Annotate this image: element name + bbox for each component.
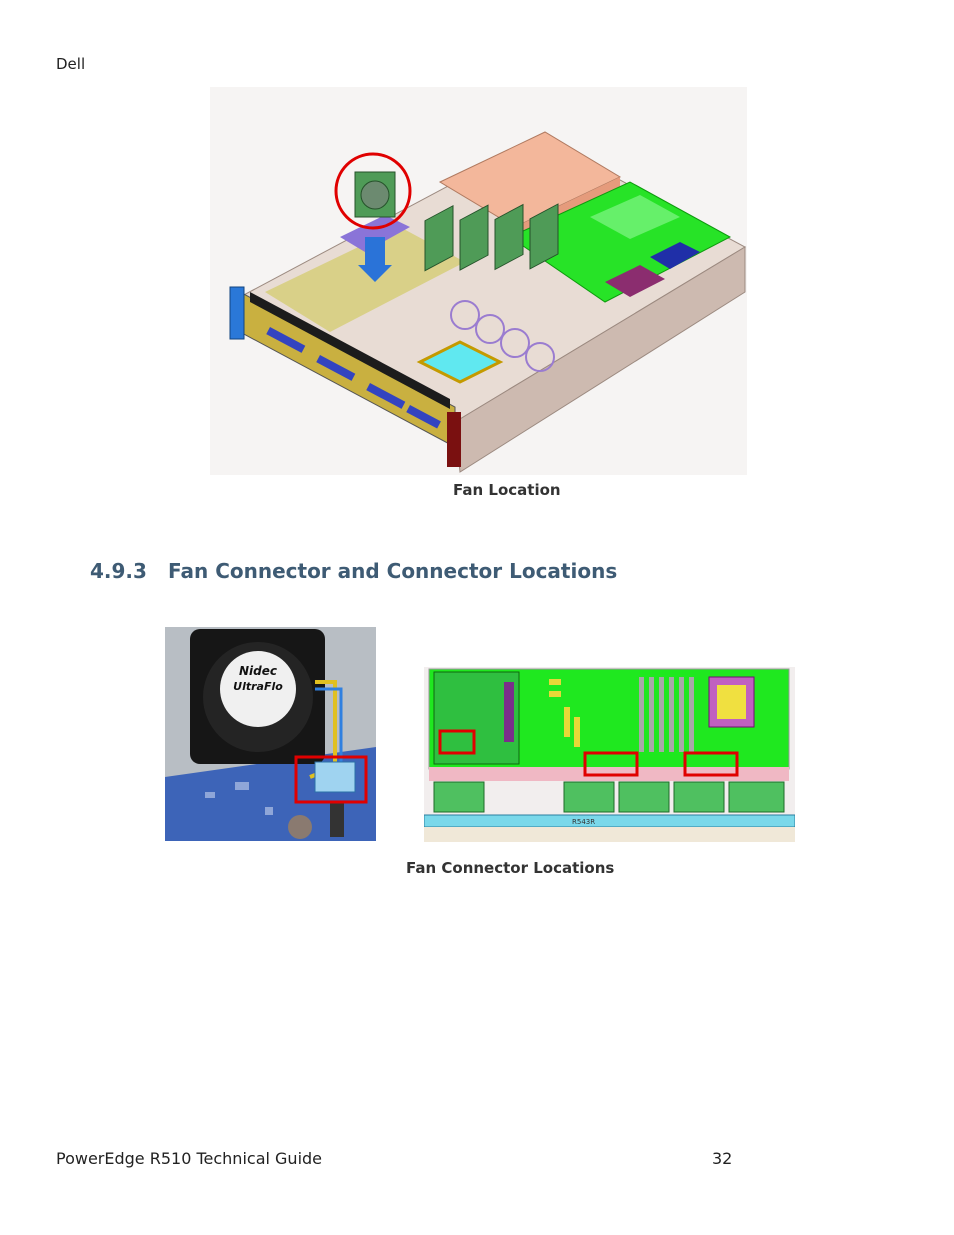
fan-brand-label: Nidec <box>239 664 277 678</box>
fan-model-label: UltraFlo <box>233 680 283 693</box>
header-company: Dell <box>56 55 86 73</box>
fan-connector-board-diagram: R543R <box>424 667 795 842</box>
board-label: R543R <box>572 818 595 826</box>
section-title: Fan Connector and Connector Locations <box>168 559 618 583</box>
section-heading: 4.9.3 Fan Connector and Connector Locatio… <box>90 559 617 583</box>
section-number: 4.9.3 <box>90 559 147 583</box>
fan-connector-photo: Nidec UltraFlo <box>165 627 376 841</box>
footer-page-number: 32 <box>712 1149 733 1168</box>
fan-location-caption: Fan Location <box>453 481 561 499</box>
fan-location-image <box>210 87 747 475</box>
fan-connector-caption: Fan Connector Locations <box>406 859 615 877</box>
footer-guide-title: PowerEdge R510 Technical Guide <box>56 1149 323 1168</box>
